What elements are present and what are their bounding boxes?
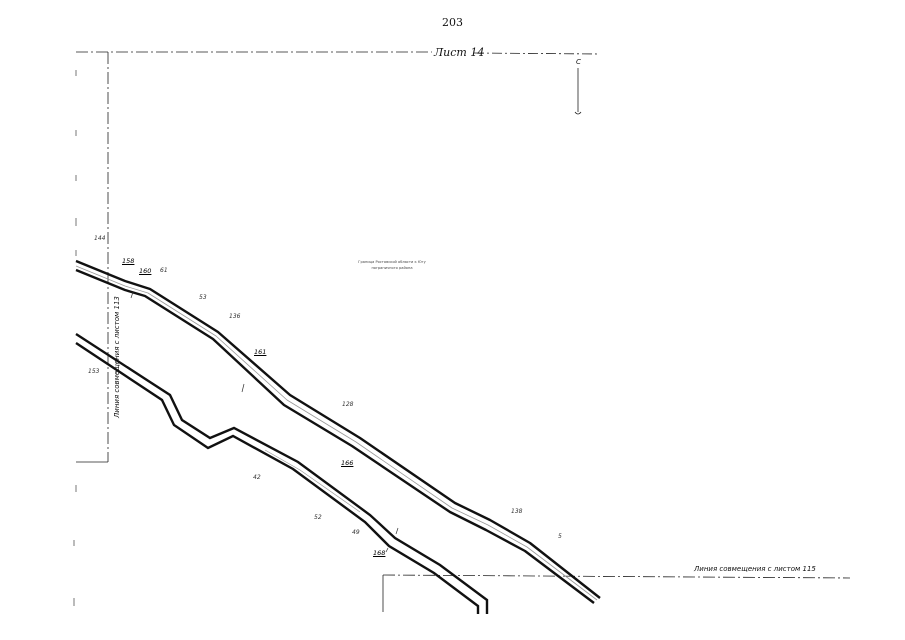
terrain-label: 128 <box>342 401 354 408</box>
margin-ticks <box>73 70 77 606</box>
terrain-label: 61 <box>160 267 168 274</box>
boundary-note-line1: Граница Ростовской области к Югу <box>358 260 426 264</box>
leader-marks <box>130 291 399 553</box>
terrain-label: 5 <box>558 533 562 540</box>
terrain-label: 153 <box>88 368 100 375</box>
terrain-label: 144 <box>94 235 106 242</box>
page-number: 203 <box>442 16 463 29</box>
terrain-label: 136 <box>229 313 241 320</box>
boundary-note: Граница Ростовской области к Югу пограни… <box>342 259 442 271</box>
point-label: 161 <box>254 348 267 356</box>
point-label: 160 <box>139 267 152 275</box>
compass-letter: С <box>576 58 581 66</box>
frame-top-line-right <box>473 52 601 55</box>
point-label: 168 <box>373 549 386 557</box>
sheet-label: Лист 14 <box>434 46 485 59</box>
boundary-note-line2: пограничного района <box>371 266 413 270</box>
upper-border-line <box>75 259 601 604</box>
north-arrow-icon <box>574 68 582 115</box>
point-label: 158 <box>122 257 135 265</box>
lower-border-line <box>75 332 489 614</box>
bottom-match-line <box>382 574 851 579</box>
terrain-label: 53 <box>199 294 207 301</box>
terrain-label: 49 <box>352 529 360 536</box>
bottom-match-line-label: Линия совмещения с листом 115 <box>694 565 816 573</box>
terrain-label: 42 <box>253 474 261 481</box>
left-match-line-label: Линия совмещения с листом 113 <box>113 296 121 418</box>
terrain-label: 138 <box>511 508 523 515</box>
point-label: 166 <box>341 459 354 467</box>
terrain-label: 52 <box>314 514 322 521</box>
